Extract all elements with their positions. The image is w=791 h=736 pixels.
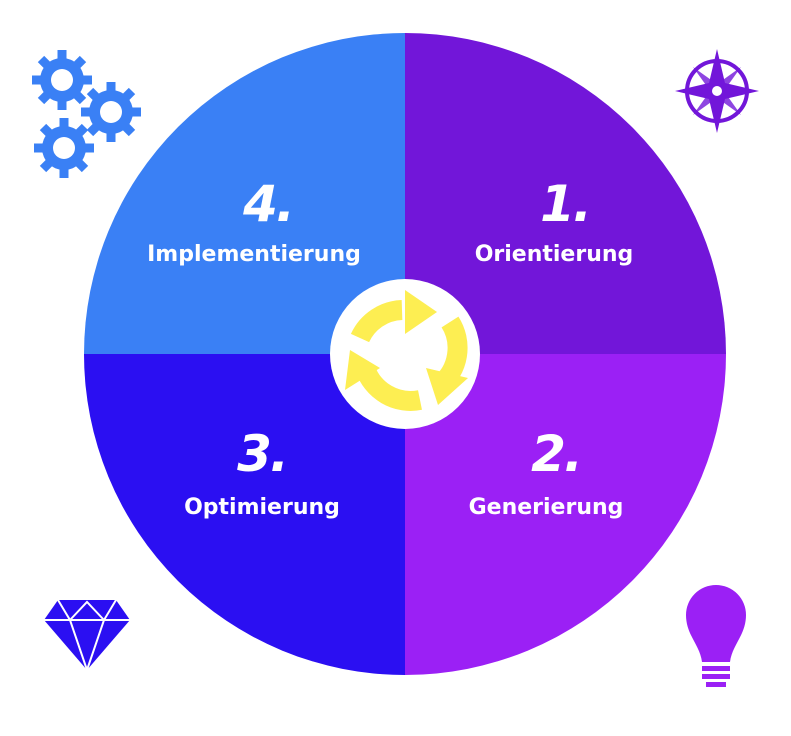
lightbulb-icon (686, 585, 746, 687)
quadrant-orientierung (405, 33, 726, 354)
step-number-4: 4. (243, 175, 295, 233)
step-label-4: Implementierung (147, 242, 361, 267)
quadrant-implementierung (84, 33, 405, 354)
gears-icon (32, 50, 141, 178)
step-number-3: 3. (237, 425, 289, 483)
quadrant-generierung (405, 354, 726, 675)
quadrant-optimierung (84, 354, 405, 675)
step-number-1: 1. (540, 175, 592, 233)
diamond-icon (44, 599, 130, 674)
step-number-2: 2. (531, 425, 583, 483)
step-label-2: Generierung (468, 495, 624, 520)
step-label-1: Orientierung (474, 242, 634, 267)
compass-icon (675, 49, 759, 133)
step-label-3: Optimierung (184, 495, 340, 520)
